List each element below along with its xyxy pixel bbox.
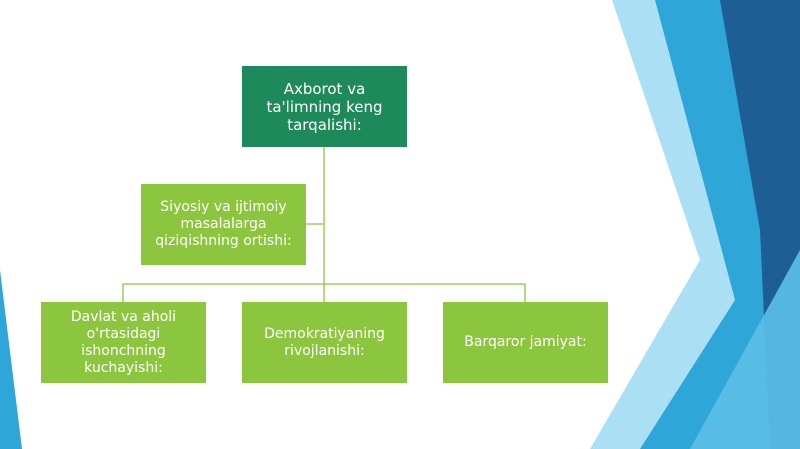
org-node-assistant-label: Siyosiy va ijtimoiy masalalarga qiziqish… xyxy=(155,199,292,249)
deco-left-sliver xyxy=(0,270,22,449)
org-node-child-1-label: Davlat va aholi o'rtasidagi ishonchning … xyxy=(70,308,177,376)
deco-triangle-light-2 xyxy=(690,250,800,449)
org-node-child-2: Demokratiyaning rivojlanishi: xyxy=(242,302,407,383)
org-node-child-2-label: Demokratiyaning rivojlanishi: xyxy=(264,325,385,359)
org-node-child-3: Barqaror jamiyat: xyxy=(443,302,608,383)
org-node-root-label: Axborot va ta'limning keng tarqalishi: xyxy=(266,79,383,134)
org-node-assistant: Siyosiy va ijtimoiy masalalarga qiziqish… xyxy=(141,184,306,265)
org-node-root: Axborot va ta'limning keng tarqalishi: xyxy=(242,66,407,147)
org-node-child-3-label: Barqaror jamiyat: xyxy=(464,334,587,350)
org-node-child-1: Davlat va aholi o'rtasidagi ishonchning … xyxy=(41,302,206,383)
